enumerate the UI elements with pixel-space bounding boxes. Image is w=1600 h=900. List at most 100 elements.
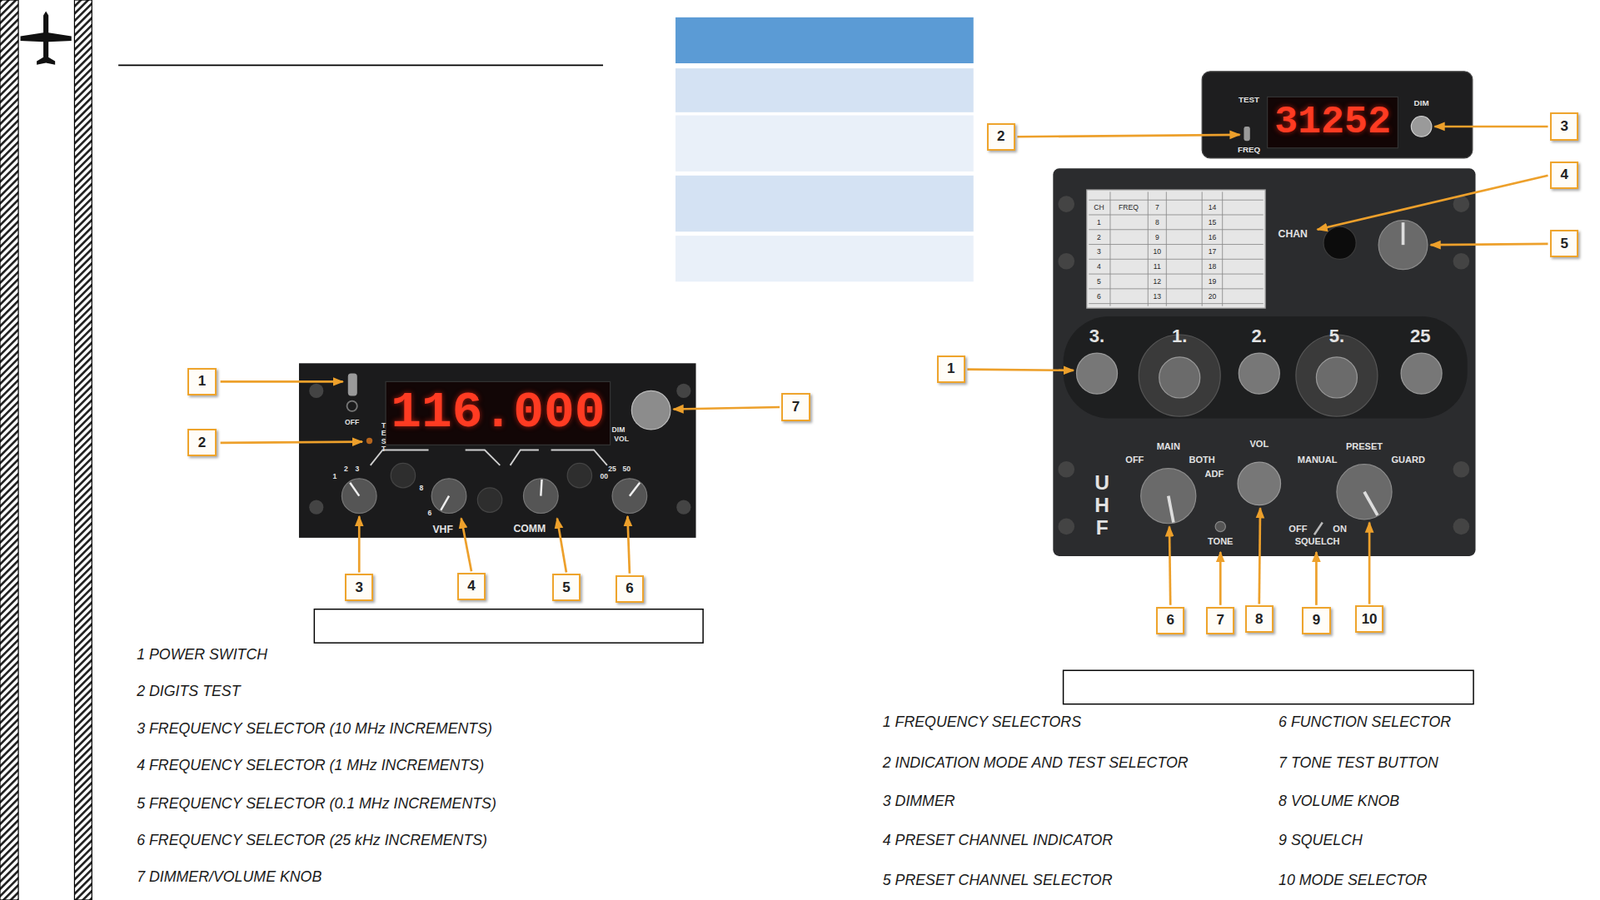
panel-bracket bbox=[370, 450, 608, 466]
callout-box: 7 bbox=[781, 393, 810, 421]
list-item: 5 FREQUENCY SELECTOR (0.1 MHz INCREMENTS… bbox=[136, 797, 497, 813]
display-housing bbox=[1201, 71, 1473, 159]
frequency-knob bbox=[1076, 353, 1118, 394]
callout-box: 4 bbox=[1550, 161, 1579, 190]
callout-number: 6 bbox=[1166, 613, 1174, 629]
airplane-icon bbox=[20, 10, 72, 65]
dial-mark: 00 bbox=[600, 473, 609, 481]
callout-box: 10 bbox=[1355, 605, 1384, 634]
callout-box: 6 bbox=[615, 575, 644, 604]
selector-label: MAIN bbox=[1156, 442, 1181, 452]
test-button bbox=[366, 438, 373, 444]
callout-number: 5 bbox=[562, 580, 570, 597]
switch-label: ON bbox=[1332, 525, 1347, 535]
table-cell: 16 bbox=[1208, 233, 1217, 241]
screw bbox=[676, 383, 691, 399]
selector-label: MANUAL bbox=[1297, 455, 1338, 465]
table-cell: 20 bbox=[1208, 292, 1217, 300]
leader-line bbox=[557, 518, 567, 574]
leader-line bbox=[461, 518, 472, 573]
table-cell: 14 bbox=[1208, 204, 1217, 212]
screw bbox=[309, 383, 324, 399]
tone-button bbox=[1215, 521, 1226, 532]
channel-card bbox=[1086, 189, 1266, 309]
callout-number: 7 bbox=[792, 399, 800, 416]
knob-label: 2. bbox=[1251, 327, 1267, 346]
callout-number: 1 bbox=[947, 361, 955, 378]
callout-number: 7 bbox=[1216, 613, 1225, 629]
table-cell: 8 bbox=[1155, 219, 1160, 227]
callout-box: 3 bbox=[1550, 112, 1579, 140]
table-cell: 17 bbox=[1208, 248, 1217, 256]
selector-label: PRESET bbox=[1345, 442, 1383, 452]
switch-label: TEST bbox=[1238, 95, 1260, 105]
knob-label: 1. bbox=[1171, 327, 1187, 346]
dial-mark: 25 bbox=[608, 464, 617, 473]
table-row bbox=[675, 114, 974, 171]
list-item: 10 MODE SELECTOR bbox=[1278, 873, 1427, 889]
callout-number: 2 bbox=[996, 129, 1005, 145]
knob-label: 25 bbox=[1410, 327, 1431, 346]
dimmer-knob bbox=[1410, 116, 1432, 138]
panel-label: VHF bbox=[432, 524, 454, 535]
list-item: 9 SQUELCH bbox=[1278, 833, 1363, 849]
leader-line bbox=[966, 369, 1073, 371]
knob-pointer bbox=[1168, 496, 1174, 524]
small-knob bbox=[390, 463, 415, 488]
callout-box: 3 bbox=[344, 573, 374, 602]
hatched-bar bbox=[0, 0, 19, 900]
button-label: TEST bbox=[379, 422, 388, 454]
list-item: 6 FUNCTION SELECTOR bbox=[1278, 715, 1451, 731]
leader-line bbox=[1435, 125, 1549, 129]
table-cell: 19 bbox=[1208, 278, 1217, 286]
callout-box: 4 bbox=[457, 573, 486, 601]
callout-number: 9 bbox=[1312, 613, 1321, 629]
panel-label: UHF bbox=[1091, 471, 1113, 539]
selector-label: GUARD bbox=[1390, 455, 1425, 465]
table-cell: 13 bbox=[1153, 292, 1162, 300]
list-item: 1 FREQUENCY SELECTORS bbox=[882, 715, 1082, 731]
frequency-knob bbox=[1159, 357, 1201, 399]
knob-label: VOL bbox=[613, 435, 629, 444]
callout-box: 2 bbox=[187, 428, 216, 457]
frequency-knob bbox=[1315, 357, 1357, 399]
switch-label: SQUELCH bbox=[1295, 537, 1341, 547]
table-header: FREQ bbox=[1118, 204, 1139, 212]
callout-box: 2 bbox=[986, 123, 1016, 151]
callout-number: 4 bbox=[1560, 167, 1568, 184]
list-item: 3 FREQUENCY SELECTOR (10 MHz INCREMENTS) bbox=[136, 722, 493, 738]
dial-mark: 6 bbox=[427, 509, 432, 518]
panel-label: COMM bbox=[513, 523, 546, 534]
knob-label: VOL bbox=[1249, 440, 1269, 450]
leader-line bbox=[358, 516, 361, 573]
channel-knob bbox=[1378, 220, 1428, 270]
screw bbox=[1453, 253, 1471, 270]
leader-line bbox=[1219, 552, 1222, 606]
leader-line bbox=[1317, 175, 1549, 230]
screw bbox=[1453, 461, 1471, 479]
toggle-switch bbox=[1243, 126, 1250, 141]
list-item: 4 PRESET CHANNEL INDICATOR bbox=[882, 833, 1113, 849]
callout-box: 7 bbox=[1206, 607, 1235, 635]
callout-number: 2 bbox=[198, 435, 206, 452]
callout-number: 3 bbox=[354, 580, 363, 597]
dial-mark: 8 bbox=[419, 484, 424, 493]
table-cell: 2 bbox=[1096, 233, 1102, 241]
uhf-panel bbox=[1052, 168, 1476, 557]
card-grid bbox=[1088, 191, 1263, 306]
list-item: 1 POWER SWITCH bbox=[136, 647, 268, 663]
table-cell: 11 bbox=[1153, 263, 1162, 271]
callout-box: 1 bbox=[187, 368, 216, 396]
table-cell: 10 bbox=[1153, 248, 1162, 256]
display-window bbox=[1267, 96, 1399, 148]
caption-box bbox=[314, 609, 703, 643]
knob-ring bbox=[1295, 334, 1378, 417]
table-cell: 3 bbox=[1096, 248, 1102, 256]
knob-label: 5. bbox=[1329, 327, 1345, 346]
small-knob bbox=[477, 488, 502, 513]
list-item: 5 PRESET CHANNEL SELECTOR bbox=[882, 873, 1113, 889]
button-label: TONE bbox=[1207, 537, 1233, 547]
table-cell: 18 bbox=[1208, 263, 1217, 271]
